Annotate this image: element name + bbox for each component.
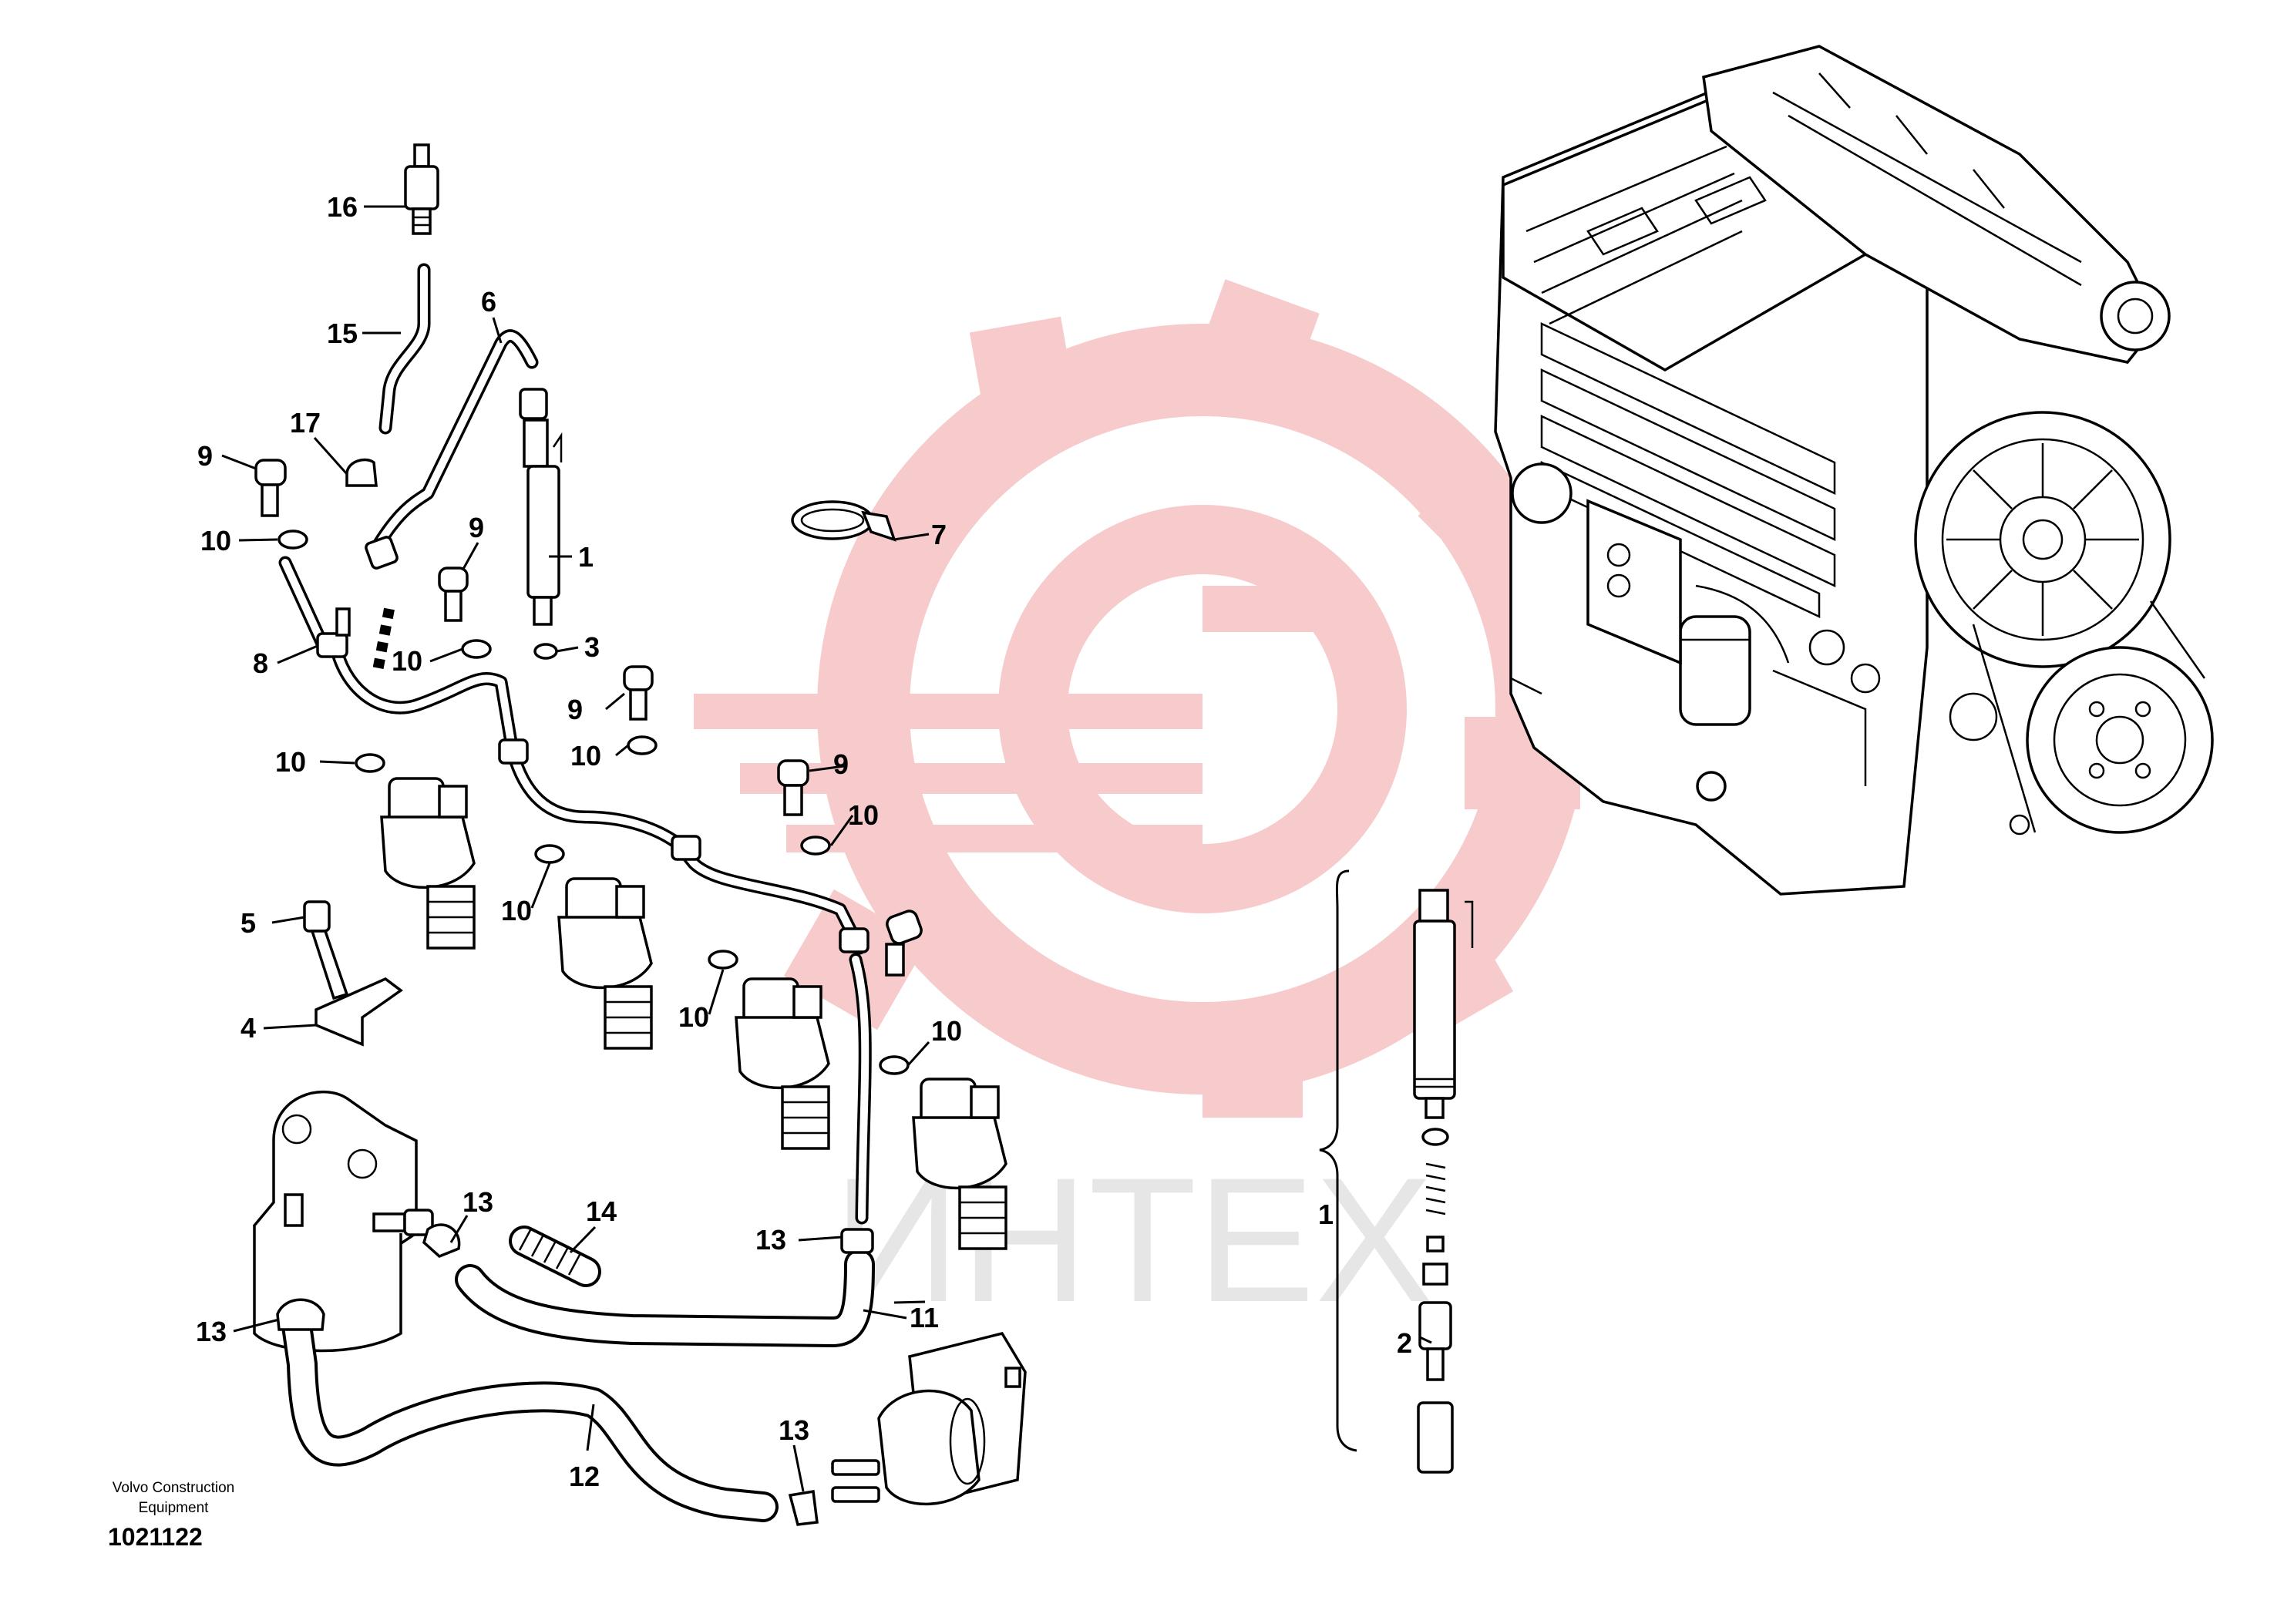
clamp-plate-4 bbox=[314, 977, 403, 1047]
callout-7: 7 bbox=[931, 519, 947, 550]
banjo-bolt-9-d bbox=[777, 759, 809, 816]
callout-10: 10 bbox=[392, 645, 422, 677]
callout-9: 9 bbox=[567, 694, 583, 725]
callout-10: 10 bbox=[570, 740, 601, 772]
callout-15: 15 bbox=[327, 318, 358, 349]
sealing-washers-10 bbox=[278, 530, 910, 1075]
banjo-bolt-9-a bbox=[254, 459, 287, 517]
footer-block: Volvo Construction Equipment 1021122 bbox=[77, 1478, 270, 1552]
hose-14 bbox=[509, 1226, 601, 1287]
callout-9: 9 bbox=[197, 440, 213, 472]
banjo-bolt-9-c bbox=[623, 665, 654, 721]
callout-16: 16 bbox=[327, 191, 358, 223]
callout-4: 4 bbox=[240, 1012, 256, 1044]
fuel-hose-12 bbox=[281, 1310, 779, 1522]
callout-10: 10 bbox=[848, 799, 879, 831]
bolt-5 bbox=[303, 900, 349, 1000]
drawing-number: 1021122 bbox=[108, 1523, 203, 1551]
callout-14: 14 bbox=[586, 1195, 617, 1227]
engine-illustration bbox=[1494, 45, 2214, 896]
callout-10: 10 bbox=[275, 746, 306, 778]
callout-13: 13 bbox=[462, 1186, 493, 1218]
callout-9: 9 bbox=[833, 748, 849, 780]
washer-3 bbox=[533, 643, 558, 660]
callout-1: 1 bbox=[1318, 1199, 1334, 1230]
callout-6: 6 bbox=[481, 286, 496, 318]
assembly-bracket bbox=[1319, 869, 1357, 1452]
hose-clamp-17 bbox=[345, 458, 378, 487]
injection-pump-b bbox=[557, 877, 653, 1050]
callout-leaders bbox=[221, 205, 1432, 1492]
t-fitting-8 bbox=[316, 632, 348, 658]
callout-10: 10 bbox=[678, 1001, 709, 1033]
injector-exploded bbox=[1413, 889, 1474, 1474]
brand-line-1: Volvo Construction bbox=[112, 1480, 235, 1496]
callout-labels: 16 15 6 17 9 10 9 1 3 10 8 9 10 10 9 10 … bbox=[196, 191, 1412, 1492]
brand-line-2: Equipment bbox=[138, 1500, 209, 1516]
leader-dashed bbox=[372, 607, 395, 672]
callout-13: 13 bbox=[196, 1316, 227, 1347]
injection-pump-d bbox=[912, 1078, 1007, 1250]
callout-12: 12 bbox=[569, 1461, 600, 1492]
injector-1 bbox=[523, 419, 563, 626]
callout-10: 10 bbox=[501, 895, 532, 926]
callout-9: 9 bbox=[469, 512, 484, 543]
callout-11: 11 bbox=[910, 1302, 939, 1333]
callout-8: 8 bbox=[253, 647, 268, 679]
electric-fuel-pump bbox=[831, 1331, 1027, 1506]
callout-2: 2 bbox=[1397, 1327, 1412, 1359]
callout-1: 1 bbox=[578, 541, 594, 573]
fuel-connector-16 bbox=[404, 143, 439, 235]
callout-3: 3 bbox=[584, 631, 600, 663]
banjo-bolt-9-b bbox=[438, 567, 469, 622]
injection-pump-a bbox=[380, 777, 476, 950]
callout-10: 10 bbox=[200, 525, 231, 556]
callout-13: 13 bbox=[755, 1224, 786, 1256]
callout-5: 5 bbox=[240, 907, 256, 939]
watermark-gear-logo bbox=[694, 279, 1588, 1118]
injection-pump-c bbox=[735, 977, 830, 1150]
callout-17: 17 bbox=[290, 407, 321, 439]
callout-13: 13 bbox=[779, 1414, 809, 1446]
callout-10: 10 bbox=[931, 1015, 962, 1047]
